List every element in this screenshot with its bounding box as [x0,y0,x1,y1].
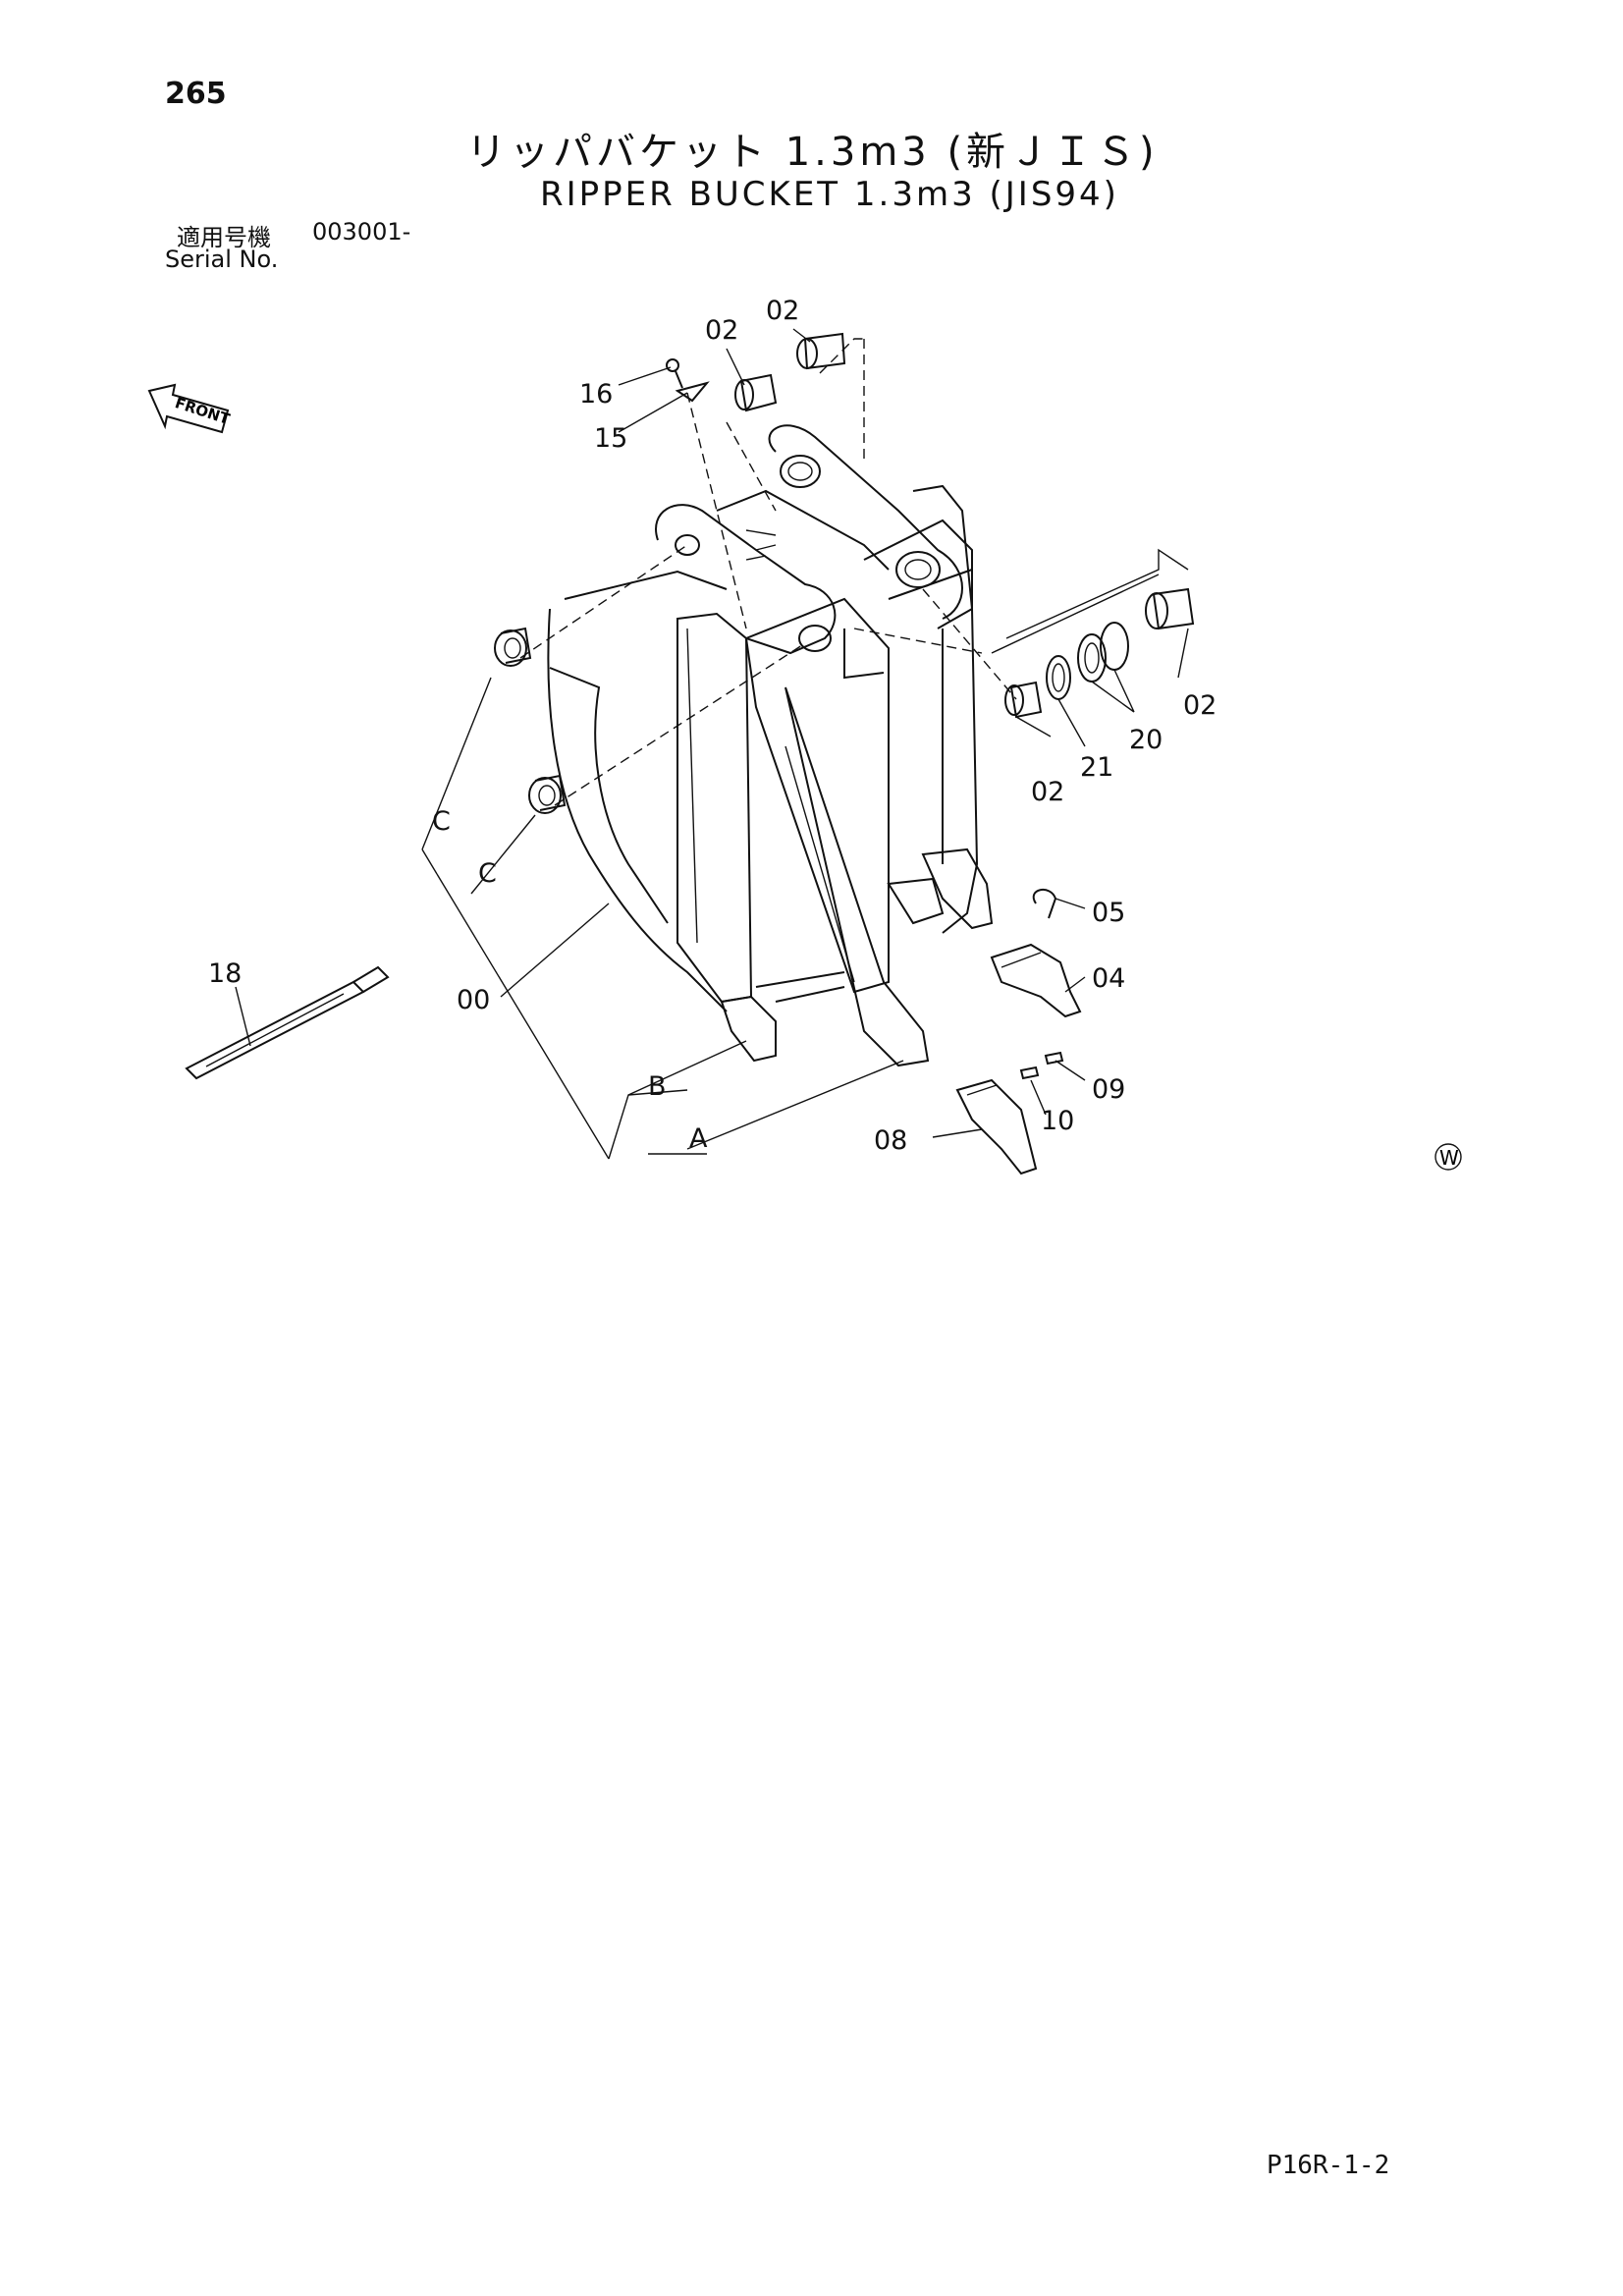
callout-C: C [478,858,497,889]
callout-15: 15 [594,423,627,454]
title-english: RIPPER BUCKET 1.3m3 (JIS94) [540,175,1119,214]
callout-02: 02 [705,315,738,346]
callout-18: 18 [208,958,242,989]
footer-page-code: P16R-1-2 [1267,2151,1390,2180]
callout-10: 10 [1041,1106,1074,1136]
callout-05: 05 [1092,898,1125,928]
callout-02: 02 [766,296,799,326]
callout-labels: 02 02 16 15 02 20 21 02 05 04 09 10 08 1… [208,296,1217,1156]
bolt-and-plate [666,358,710,403]
assembly-dash-lines [519,338,1017,806]
page-number: 265 [165,77,227,111]
callout-02: 02 [1031,777,1064,807]
callout-09: 09 [1092,1074,1125,1105]
callout-08: 08 [874,1125,907,1156]
bucket-body [547,424,994,1067]
front-label: FRONT [173,394,233,428]
title-japanese: リッパバケット 1.3m3 (新ＪＩＳ) [466,130,1159,175]
serial-label-english: Serial No. [165,246,279,273]
callout-02: 02 [1183,690,1217,721]
callout-A: A [689,1123,708,1154]
serial-number-value: 003001- [312,218,411,246]
rod-part [185,965,390,1080]
front-arrow-icon: FRONT [147,383,233,434]
callout-16: 16 [579,379,613,410]
svg-text:W: W [1439,1146,1459,1170]
callout-B: B [648,1071,667,1102]
leader-lines [235,328,1189,1160]
watermark-w-icon: W [1434,1143,1462,1171]
callout-21: 21 [1080,752,1113,783]
serial-label-japanese: 適用号機 [177,224,271,251]
callout-04: 04 [1092,963,1125,994]
callout-00: 00 [457,985,490,1015]
callout-20: 20 [1129,725,1163,755]
callout-C: C [432,806,451,837]
